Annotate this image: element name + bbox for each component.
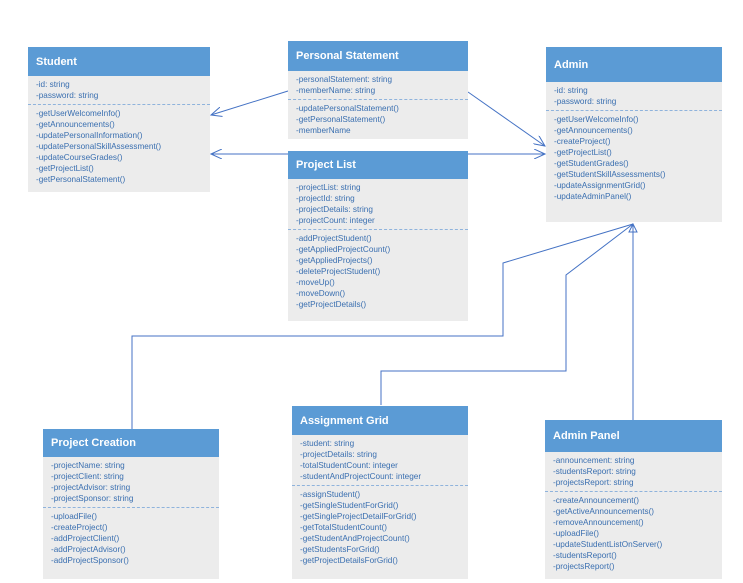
class-attribute: -personalStatement: string: [296, 75, 393, 84]
class-method: -getAnnouncements(): [554, 126, 633, 135]
class-method: -getSingleStudentForGrid(): [300, 501, 399, 510]
class-method: -getUserWelcomeInfo(): [36, 109, 121, 118]
class-method: -createAnnouncement(): [553, 496, 640, 505]
class-method: -moveDown(): [296, 289, 346, 298]
connector-personal-statement-to-student: [211, 90, 289, 115]
class-title: Student: [28, 47, 210, 76]
methods-section: -addProjectStudent() -getAppliedProjectCo…: [288, 230, 468, 313]
class-attribute: -studentsReport: string: [553, 467, 636, 476]
class-method: -removeAnnouncement(): [553, 518, 644, 527]
class-attribute: -student: string: [300, 439, 355, 448]
class-method: -updateStudentListOnServer(): [553, 540, 663, 549]
class-method: -addProjectClient(): [51, 534, 120, 543]
class-method: -getPersonalStatement(): [36, 175, 126, 184]
class-title: Admin: [546, 47, 722, 82]
class-attribute: -projectList: string: [296, 183, 361, 192]
class-method: -getProjectList(): [554, 148, 612, 157]
class-method: -uploadFile(): [51, 512, 97, 521]
class-title: Project List: [288, 151, 468, 179]
class-method: -uploadFile(): [553, 529, 599, 538]
class-method: -memberName: [296, 126, 351, 135]
class-method: -updatePersonalInformation(): [36, 131, 143, 140]
class-method: -getStudentAndProjectCount(): [300, 534, 410, 543]
class-method: -updateAssignmentGrid(): [554, 181, 646, 190]
class-attribute: -announcement: string: [553, 456, 635, 465]
class-attribute: -projectName: string: [51, 461, 125, 470]
class-method: -addProjectStudent(): [296, 234, 372, 243]
methods-section: -uploadFile() -createProject() -addProject…: [43, 508, 219, 569]
connector-personal-statement-to-admin: [467, 91, 545, 146]
class-method: -addProjectSponsor(): [51, 556, 129, 565]
attributes-section: -personalStatement: string -memberName: s…: [288, 71, 468, 100]
class-attribute: -studentAndProjectCount: integer: [300, 472, 422, 481]
class-attribute: -id: string: [554, 86, 588, 95]
class-attribute: -memberName: string: [296, 86, 376, 95]
class-attribute: -projectId: string: [296, 194, 355, 203]
attributes-section: -projectList: string -projectId: string -p…: [288, 179, 468, 230]
class-method: -updateAdminPanel(): [554, 192, 632, 201]
attributes-section: -id: string -password: string: [28, 76, 210, 105]
class-method: -getStudentsForGrid(): [300, 545, 380, 554]
class-method: -createProject(): [554, 137, 611, 146]
class-method: -getPersonalStatement(): [296, 115, 386, 124]
methods-section: -createAnnouncement() -getActiveAnnouncem…: [545, 492, 722, 575]
class-attribute: -password: string: [554, 97, 617, 106]
class-method: -updatePersonalStatement(): [296, 104, 399, 113]
class-admin[interactable]: Admin -id: string -password: string -getU…: [546, 47, 722, 222]
class-attribute: -projectAdvisor: string: [51, 483, 131, 492]
class-method: -getStudentSkillAssessments(): [554, 170, 666, 179]
class-attribute: -projectsReport: string: [553, 478, 634, 487]
class-method: -deleteProjectStudent(): [296, 267, 381, 276]
class-method: -getStudentGrades(): [554, 159, 629, 168]
class-title: Admin Panel: [545, 420, 722, 452]
class-method: -getUserWelcomeInfo(): [554, 115, 639, 124]
attributes-section: -id: string -password: string: [546, 82, 722, 111]
class-method: -getProjectDetails(): [296, 300, 367, 309]
class-personal-statement[interactable]: Personal Statement -personalStatement: s…: [288, 41, 468, 139]
class-attribute: -totalStudentCount: integer: [300, 461, 398, 470]
class-method: -addProjectAdvisor(): [51, 545, 126, 554]
class-method: -createProject(): [51, 523, 108, 532]
class-method: -getActiveAnnouncements(): [553, 507, 655, 516]
connector-project-creation-to-admin: [131, 224, 633, 429]
class-method: -getAnnouncements(): [36, 120, 115, 129]
class-method: -assignStudent(): [300, 490, 361, 499]
class-method: -getProjectDetailsForGrid(): [300, 556, 398, 565]
class-student[interactable]: Student -id: string -password: string -ge…: [28, 47, 210, 192]
class-attribute: -id: string: [36, 80, 70, 89]
connector-assignment-grid-to-admin: [380, 223, 634, 405]
class-attribute: -projectDetails: string: [300, 450, 377, 459]
class-attribute: -projectCount: integer: [296, 216, 375, 225]
class-method: -getTotalStudentCount(): [300, 523, 387, 532]
class-project-list[interactable]: Project List -projectList: string-projec…: [288, 151, 468, 321]
methods-section: -getUserWelcomeInfo() -getAnnouncements()…: [546, 111, 722, 205]
class-method: -getProjectList(): [36, 164, 94, 173]
class-assignment-grid[interactable]: Assignment Grid -student: string -project…: [292, 406, 468, 579]
class-attribute: -projectDetails: string: [296, 205, 373, 214]
attributes-section: -projectName: string -projectClient: stri…: [43, 457, 219, 508]
class-method: -moveUp(): [296, 278, 335, 287]
class-method: -getSingleProjectDetailForGrid(): [300, 512, 417, 521]
class-method: -getAppliedProjectCount(): [296, 245, 391, 254]
class-title: Assignment Grid: [292, 406, 468, 435]
class-attribute: -password: string: [36, 91, 99, 100]
methods-section: -updatePersonalStatement() -getPersonalSt…: [288, 100, 468, 139]
class-admin-panel[interactable]: Admin Panel -announcement: string -studen…: [545, 420, 722, 579]
attributes-section: -announcement: string -studentsReport: st…: [545, 452, 722, 492]
methods-section: -getUserWelcomeInfo() -getAnnouncements()…: [28, 105, 210, 188]
class-method: -updatePersonalSkillAssessment(): [36, 142, 162, 151]
methods-section: -assignStudent() -getSingleStudentForGrid…: [292, 486, 468, 569]
class-method: -updateCourseGrades(): [36, 153, 123, 162]
class-method: -studentsReport(): [553, 551, 617, 560]
class-title: Personal Statement: [288, 41, 468, 71]
class-method: -projectsReport(): [553, 562, 615, 571]
attributes-section: -student: string -projectDetails: string -…: [292, 435, 468, 486]
class-method: -getAppliedProjects(): [296, 256, 373, 265]
class-title: Project Creation: [43, 429, 219, 457]
class-attribute: -projectClient: string: [51, 472, 124, 481]
class-attribute: -projectSponsor: string: [51, 494, 134, 503]
class-project-creation[interactable]: Project Creation -projectName: string-pr…: [43, 429, 219, 579]
